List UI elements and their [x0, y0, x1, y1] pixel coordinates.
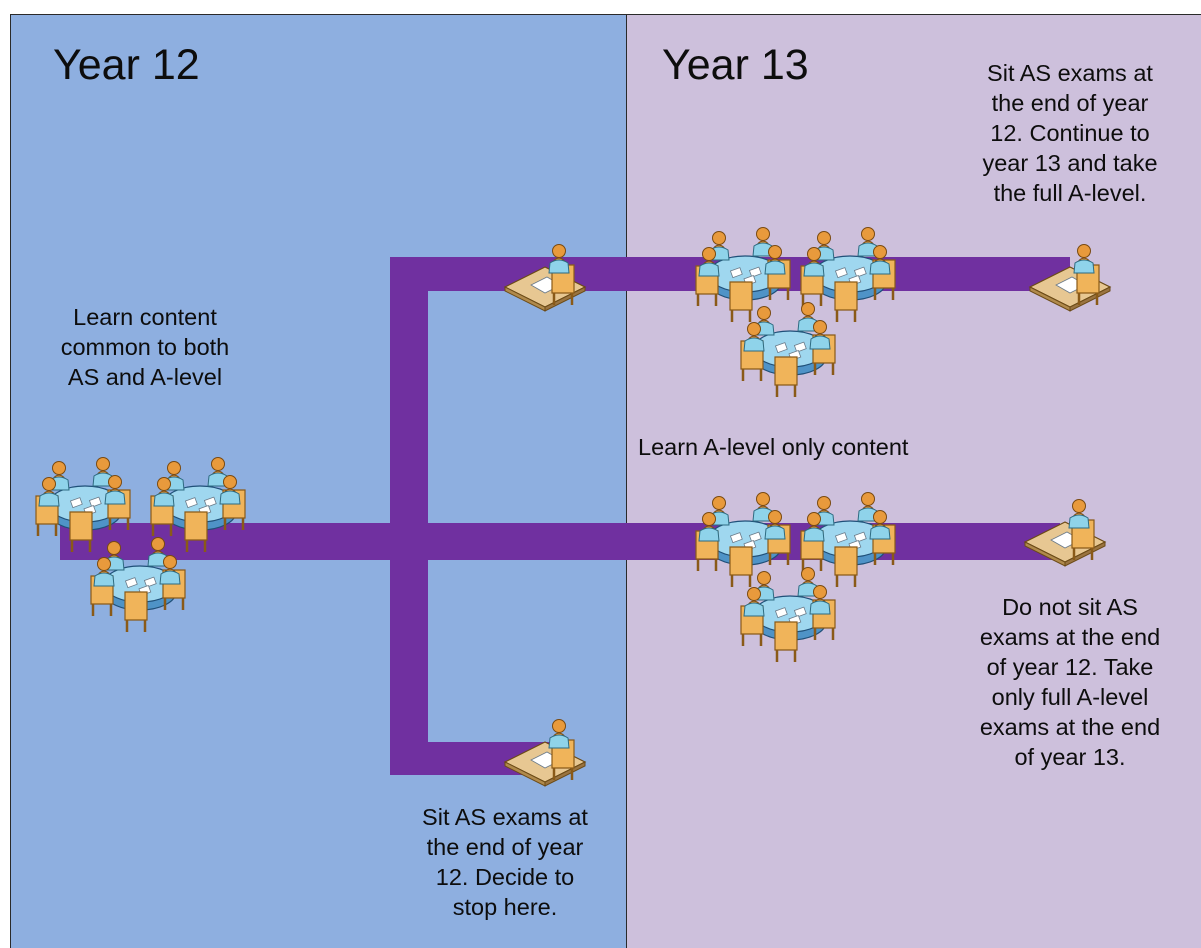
sit-as-stop-note: Sit AS exams at the end of year 12. Deci…	[422, 804, 588, 920]
year-12-heading: Year 12	[53, 41, 200, 89]
sit-as-continue-note: Sit AS exams at the end of year 12. Cont…	[982, 60, 1158, 206]
learn-alevel-only-note: Learn A-level only content	[638, 434, 909, 460]
year-13-heading: Year 13	[662, 41, 809, 89]
year-13-background	[627, 15, 1201, 948]
do-not-sit-as-note: Do not sit AS exams at the end of year 1…	[979, 594, 1161, 770]
branch-vertical	[390, 257, 428, 775]
year-13-panel	[626, 14, 1201, 948]
learn-common-note: Learn content common to both AS and A-le…	[60, 304, 230, 390]
year-12-panel	[10, 14, 627, 948]
